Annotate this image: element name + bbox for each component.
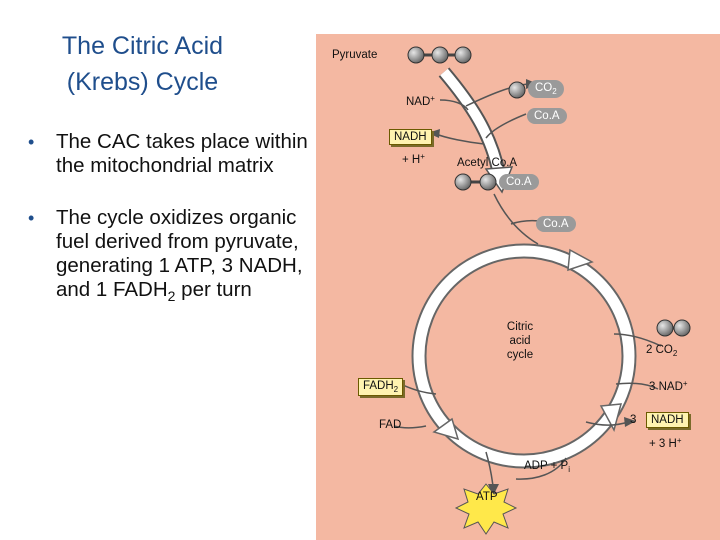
acetyl-coa-molecule-icon <box>454 173 497 191</box>
adp-pi-label: ADP + Pi <box>524 460 570 474</box>
coa-top-label: Co.A <box>527 108 567 124</box>
bullet-dot-icon: • <box>28 208 35 228</box>
bullet-text-end: per turn <box>175 278 252 301</box>
bullet-item: • The CAC takes place within the mitocho… <box>28 130 308 178</box>
title-line-2: (Krebs) Cycle <box>66 68 219 96</box>
coa-acetyl-label: Co.A <box>499 174 539 190</box>
nadh-top-label: NADH <box>389 129 432 145</box>
pyruvate-molecule-icon <box>407 46 472 64</box>
decarboxylation-arrow-icon <box>428 67 538 194</box>
fadh2-label: FADH2 <box>358 378 404 396</box>
atp-burst-icon <box>454 483 518 535</box>
nad-right-label: 3 NAD+ <box>649 379 688 393</box>
acetyl-coa-label: Acetyl Co.A <box>457 157 518 169</box>
bullet-dot-icon: • <box>28 132 35 152</box>
nadh-right-label: NADH <box>646 412 689 428</box>
fad-label: FAD <box>379 419 402 431</box>
title-line-1: The Citric Acid <box>61 32 224 60</box>
diagram-graphics <box>316 34 720 540</box>
slide-title: The Citric Acid (Krebs) Cycle <box>20 28 265 100</box>
co2-right-label: 2 CO2 <box>646 344 678 358</box>
h-top-label: + H+ <box>402 152 425 166</box>
co2-right-molecules-icon <box>656 319 691 337</box>
co2-molecule-icon <box>508 81 526 99</box>
bullet-subscript: 2 <box>167 288 176 305</box>
bullet-item: • The cycle oxidizes organic fuel derive… <box>28 206 308 308</box>
bullet-text: The CAC takes place within the mitochond… <box>56 130 308 177</box>
citric-acid-cycle-label: Citric acid cycle <box>506 321 534 361</box>
bullet-list: • The CAC takes place within the mitocho… <box>28 130 308 336</box>
krebs-cycle-diagram: Pyruvate CO2 NAD+ Co.A NADH + H+ Acetyl … <box>316 34 720 540</box>
h-right-label: + 3 H+ <box>649 436 682 450</box>
cycle-ring-icon <box>411 243 637 469</box>
nad-top-label: NAD+ <box>406 94 435 108</box>
coa-cycle-label: Co.A <box>536 216 576 232</box>
atp-label: ATP <box>476 491 498 503</box>
bullet-text: The cycle oxidizes organic fuel derived … <box>56 206 303 301</box>
pyruvate-label: Pyruvate <box>332 49 378 61</box>
nadh-count-label: 3 <box>630 414 637 426</box>
co2-top-label: CO2 <box>528 80 564 98</box>
